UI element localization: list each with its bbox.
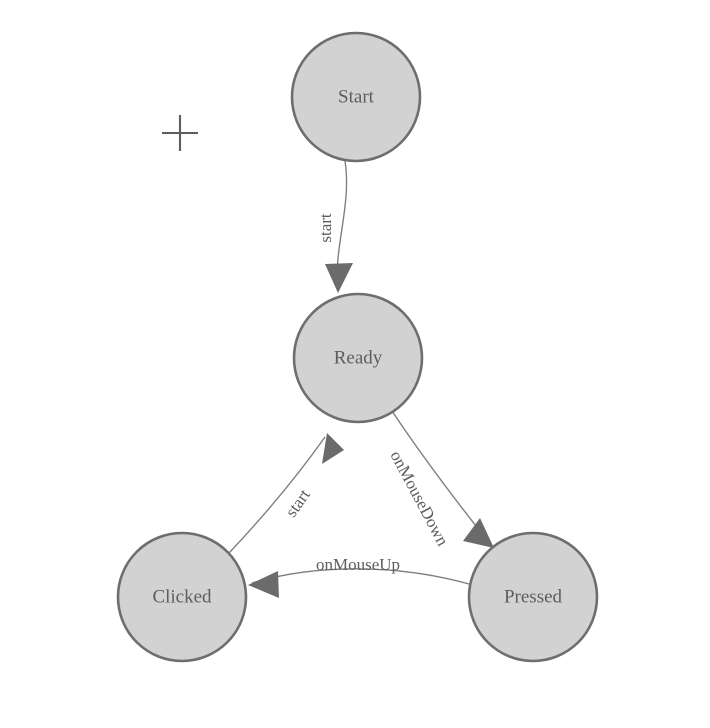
edge-label-start-to-ready: start <box>316 213 335 243</box>
node-circle-pressed[interactable] <box>467 531 599 663</box>
node-label-pressed: Pressed <box>504 586 563 607</box>
node-label-ready: Ready <box>334 347 383 368</box>
edge-label-pressed-to-clicked: onMouseUp <box>316 555 400 574</box>
crosshair-icon <box>162 115 198 151</box>
node-circle-clicked[interactable] <box>116 531 248 663</box>
node-clicked[interactable]: Clicked <box>116 531 248 663</box>
node-label-clicked: Clicked <box>152 586 212 607</box>
edge-arrowhead-start-to-ready <box>325 263 353 293</box>
edge-start-to-ready[interactable]: start <box>316 160 353 293</box>
edge-pressed-to-clicked[interactable]: onMouseUp <box>248 555 470 598</box>
node-pressed[interactable]: Pressed <box>467 531 599 663</box>
edge-line-clicked-to-ready <box>228 436 326 554</box>
node-circle-start[interactable] <box>290 31 422 163</box>
cursor-layer <box>162 115 198 151</box>
node-label-start: Start <box>338 86 375 107</box>
edge-arrowhead-ready-to-pressed <box>463 518 494 548</box>
node-ready[interactable]: Ready <box>292 292 424 424</box>
node-circle-ready[interactable] <box>292 292 424 424</box>
node-start[interactable]: Start <box>290 31 422 163</box>
edge-arrowhead-clicked-to-ready <box>322 433 344 464</box>
edge-arrowhead-pressed-to-clicked <box>248 571 279 598</box>
